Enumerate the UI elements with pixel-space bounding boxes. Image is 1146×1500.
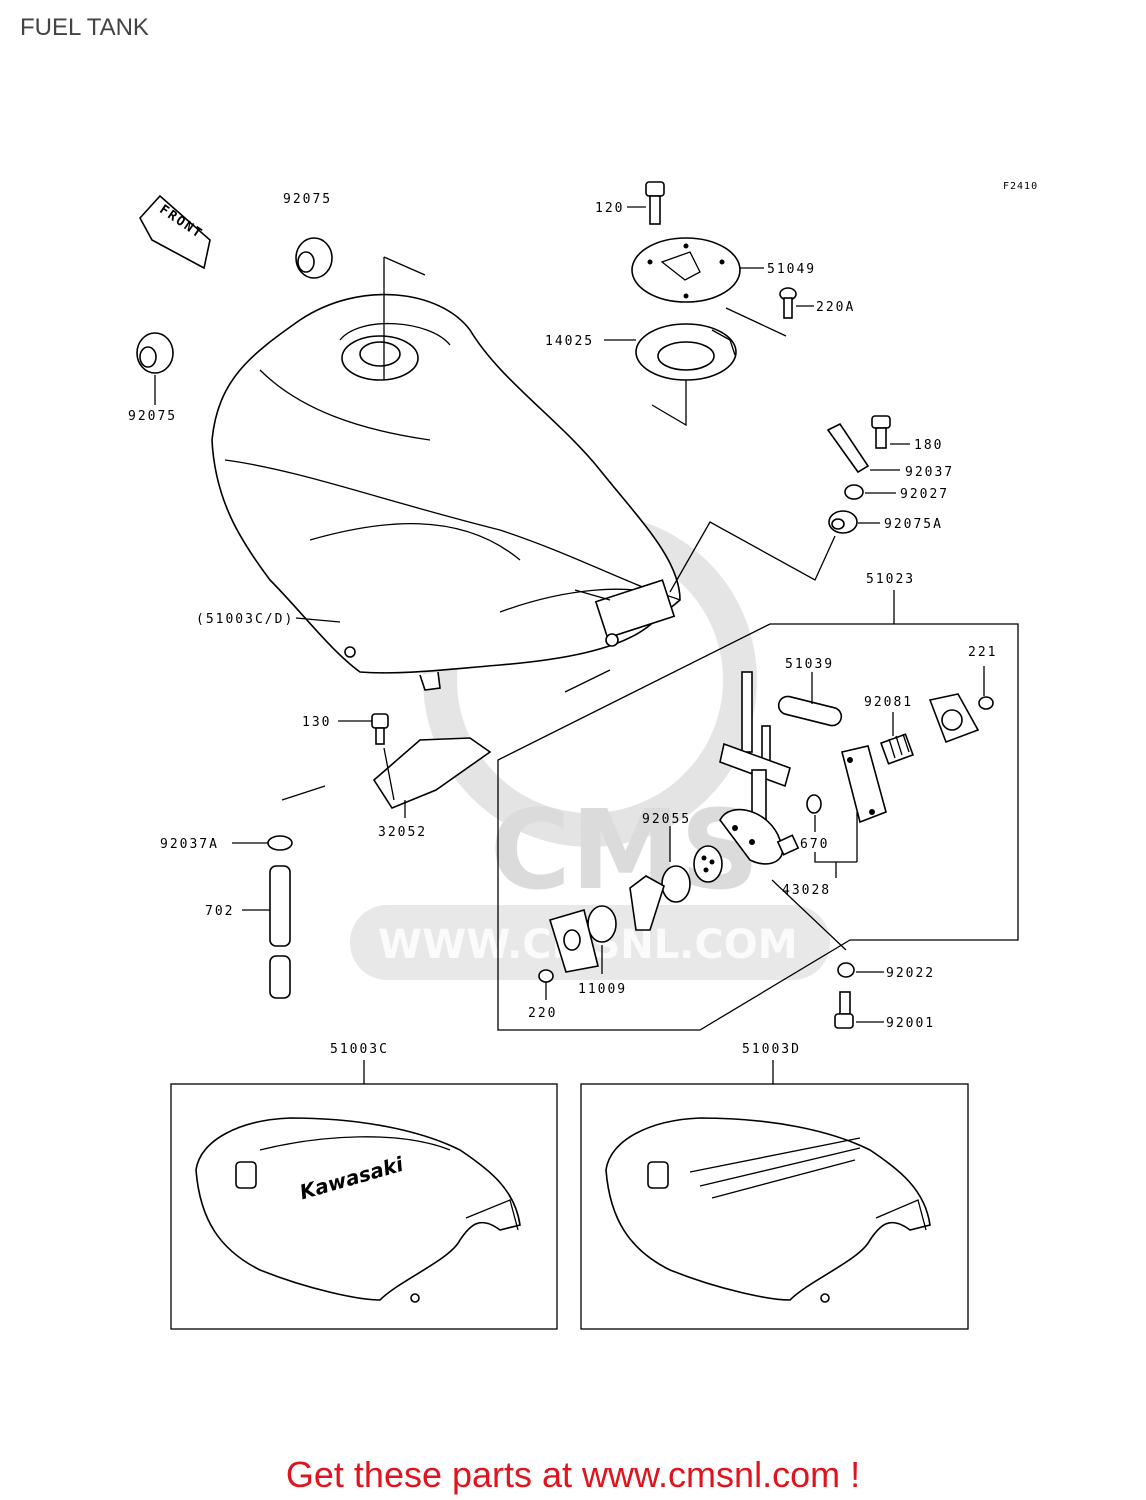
label-51003d: 51003D <box>742 1042 801 1057</box>
grommet-92075a <box>669 510 880 593</box>
tap-cover <box>928 693 980 744</box>
screw-220a <box>725 287 814 337</box>
label-11009: 11009 <box>578 982 627 997</box>
label-14025: 14025 <box>545 334 594 349</box>
label-92075-top: 92075 <box>283 192 332 207</box>
label-180: 180 <box>914 438 943 453</box>
bolt-130 <box>338 713 389 745</box>
label-92001: 92001 <box>886 1016 935 1031</box>
label-92081: 92081 <box>864 695 913 710</box>
label-130: 130 <box>302 715 331 730</box>
label-92037: 92037 <box>905 465 954 480</box>
bolt-180 <box>871 415 910 449</box>
bolt-92001 <box>834 991 884 1029</box>
page-title: FUEL TANK <box>20 14 149 41</box>
front-arrow: FRONT <box>139 194 211 270</box>
label-120: 120 <box>595 201 624 216</box>
oring-670 <box>806 794 822 832</box>
screw-220 <box>538 969 554 1000</box>
label-51049: 51049 <box>767 262 816 277</box>
variant-box-51003c <box>170 1083 558 1330</box>
filler-bolt-120 <box>627 181 665 225</box>
washer-92022 <box>837 962 884 978</box>
label-43028: 43028 <box>782 883 831 898</box>
label-670: 670 <box>800 837 829 852</box>
seal-11009 <box>587 905 617 974</box>
label-51039: 51039 <box>785 657 834 672</box>
label-220: 220 <box>528 1006 557 1021</box>
fuel-tank <box>211 256 681 693</box>
spring-92081 <box>879 712 915 765</box>
bracket-32052 <box>372 737 492 818</box>
screw-221 <box>978 666 994 710</box>
clamp-92037a <box>232 785 326 851</box>
tank-variant-51003d <box>605 1117 931 1303</box>
label-92075a: 92075A <box>884 517 943 532</box>
filter <box>693 845 723 883</box>
grommet-top <box>295 237 333 279</box>
hose-702 <box>242 865 291 999</box>
variant-box-51003d <box>580 1083 969 1330</box>
grommet-left <box>136 332 174 405</box>
cap-base-14025 <box>604 323 737 427</box>
figure-code: F2410 <box>1003 181 1038 192</box>
label-92022: 92022 <box>886 966 935 981</box>
bracket-92037 <box>826 422 900 474</box>
filler-cap-51049 <box>631 237 764 303</box>
gasket-plate <box>548 908 599 973</box>
label-92075-left: 92075 <box>128 409 177 424</box>
label-221: 221 <box>968 645 997 660</box>
footer-cta[interactable]: Get these parts at www.cmsnl.com ! <box>285 1454 861 1495</box>
label-51003cd: (51003C/D) <box>196 612 294 627</box>
label-92055: 92055 <box>642 812 691 827</box>
label-32052: 32052 <box>378 825 427 840</box>
diaphragm-43028 <box>841 745 887 862</box>
fuel-tap-assembly <box>719 671 800 865</box>
collar-92027 <box>844 484 896 500</box>
label-702: 702 <box>205 904 234 919</box>
label-92037a: 92037A <box>160 837 219 852</box>
label-92027: 92027 <box>900 487 949 502</box>
oring-51039 <box>777 672 843 727</box>
watermark-logo: CMS <box>490 786 759 914</box>
lever <box>629 875 665 931</box>
label-51003c: 51003C <box>330 1042 389 1057</box>
label-220a: 220A <box>816 300 855 315</box>
tank-variant-51003c: Kawasaki <box>195 1117 521 1303</box>
label-51023: 51023 <box>866 572 915 587</box>
